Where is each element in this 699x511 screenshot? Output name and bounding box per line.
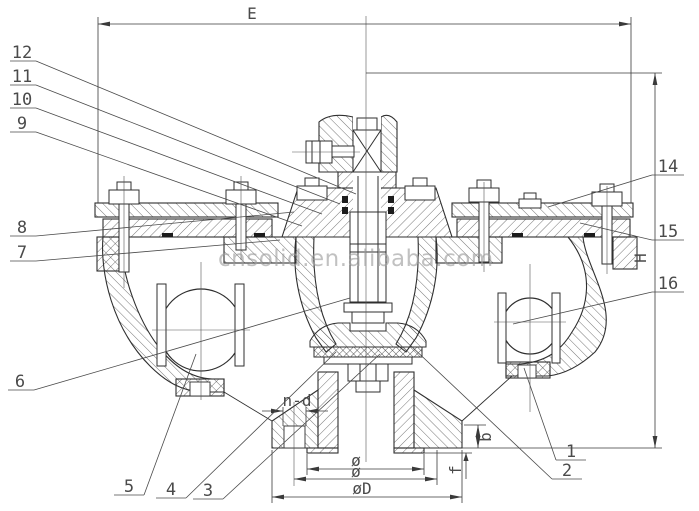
left-ball-guide-2 <box>234 283 245 367</box>
bolt-nut <box>404 185 436 201</box>
internal-parts <box>156 114 561 449</box>
disc-nut-tip <box>355 380 381 393</box>
stem-top <box>356 117 378 131</box>
leader-6 <box>33 297 351 391</box>
valve-disc <box>309 322 427 348</box>
bonnet-cap-right <box>380 114 398 173</box>
disc-gasket <box>313 346 423 358</box>
dimension-labels: E H ø ø øD n-d b f <box>247 4 650 498</box>
callout-label-10: 10 <box>12 90 32 110</box>
callout-label-11: 11 <box>12 67 32 87</box>
packing-seal-1 <box>342 196 348 203</box>
leader-12 <box>35 60 357 195</box>
side-bolt-shank <box>331 145 355 158</box>
dim-f-arrow <box>463 453 469 461</box>
right-ball-guide-1 <box>497 292 507 364</box>
seals <box>162 196 595 237</box>
leader-8 <box>35 211 295 237</box>
leader-15 <box>579 222 653 241</box>
packing-seal-3 <box>388 196 394 203</box>
leader-7 <box>35 239 281 262</box>
flange-hub-right <box>413 388 463 449</box>
callout-label-7: 7 <box>17 243 27 263</box>
dim-flange-od-label: øD <box>352 479 371 498</box>
centerlines <box>123 16 608 486</box>
packing-seal-2 <box>342 207 348 214</box>
callout-label-3: 3 <box>203 481 213 501</box>
dim-bolt-holes-label: n-d <box>283 391 312 410</box>
cover-seal-2 <box>254 233 265 237</box>
leader-1 <box>523 367 557 461</box>
leader-9 <box>35 131 303 227</box>
callout-label-9: 9 <box>17 114 27 134</box>
left-ball-guide-1 <box>156 283 167 367</box>
cover-plug-fitting <box>518 192 542 209</box>
pipe-wall-right <box>393 371 415 449</box>
callout-label-12: 12 <box>12 43 32 63</box>
leader-16 <box>512 291 653 325</box>
right-cover-plate <box>451 202 634 218</box>
packing-seal-4 <box>388 207 394 214</box>
web-line-left <box>223 391 273 422</box>
callout-label-14: 14 <box>658 157 678 177</box>
dimension-lines <box>97 17 662 503</box>
disc-clamp-plate <box>323 356 413 365</box>
callout-label-5: 5 <box>124 477 134 497</box>
raised-face-right <box>393 447 425 454</box>
callout-label-16: 16 <box>658 274 678 294</box>
watermark-text: cnsolid.en.alibaba.com <box>218 246 494 272</box>
dim-bore-label: ø <box>351 451 361 470</box>
dim-h-label: H <box>631 253 650 263</box>
stem-tube <box>349 211 387 303</box>
plug-base <box>518 198 542 209</box>
flange-bolt-hole <box>283 425 306 449</box>
leader-4 <box>185 351 337 499</box>
callout-leaders <box>8 60 684 500</box>
web-line-right <box>461 375 513 422</box>
cover-seal-3 <box>512 233 523 237</box>
left-seat-slot <box>189 381 211 397</box>
left-body-flange <box>102 218 273 238</box>
callout-label-4: 4 <box>166 480 176 500</box>
right-ball-guide-2 <box>551 292 561 364</box>
callout-label-8: 8 <box>17 218 27 238</box>
raised-face-left <box>306 447 339 454</box>
dim-e-label: E <box>247 4 257 23</box>
leader-11 <box>35 84 341 205</box>
disc-collar <box>343 302 393 313</box>
plug-top <box>523 192 537 200</box>
leader-2 <box>409 344 553 480</box>
bolt-stud <box>304 177 320 187</box>
leader-5 <box>143 353 197 496</box>
dim-thickness-label: b <box>476 432 495 442</box>
flange-hub-left <box>271 388 319 449</box>
right-seat-slot <box>517 364 537 379</box>
callout-labels: 12 11 10 9 8 7 6 5 4 3 1 2 14 15 16 <box>12 43 678 501</box>
left-cover-plate <box>94 202 279 218</box>
pipe-wall-left <box>317 371 339 449</box>
right-body-flange <box>456 218 631 238</box>
leader-3 <box>222 353 381 500</box>
leader-10 <box>35 107 323 215</box>
callout-label-15: 15 <box>658 222 678 242</box>
callout-label-1: 1 <box>566 442 576 462</box>
cover-seal-4 <box>584 233 595 237</box>
bolt-stud <box>412 177 428 187</box>
callout-label-6: 6 <box>15 372 25 392</box>
dim-bolt-circle-label: ø <box>351 462 361 481</box>
dim-raised-face-label: f <box>446 465 465 475</box>
right-skirt <box>612 236 638 270</box>
disc-hub <box>351 311 385 324</box>
callout-label-2: 2 <box>562 461 572 481</box>
gland-bolt-right <box>404 177 436 201</box>
gallery-web-right <box>435 236 503 264</box>
cover-seal-1 <box>162 233 173 237</box>
stem-cross-2 <box>352 129 382 173</box>
leader-14 <box>547 174 653 208</box>
